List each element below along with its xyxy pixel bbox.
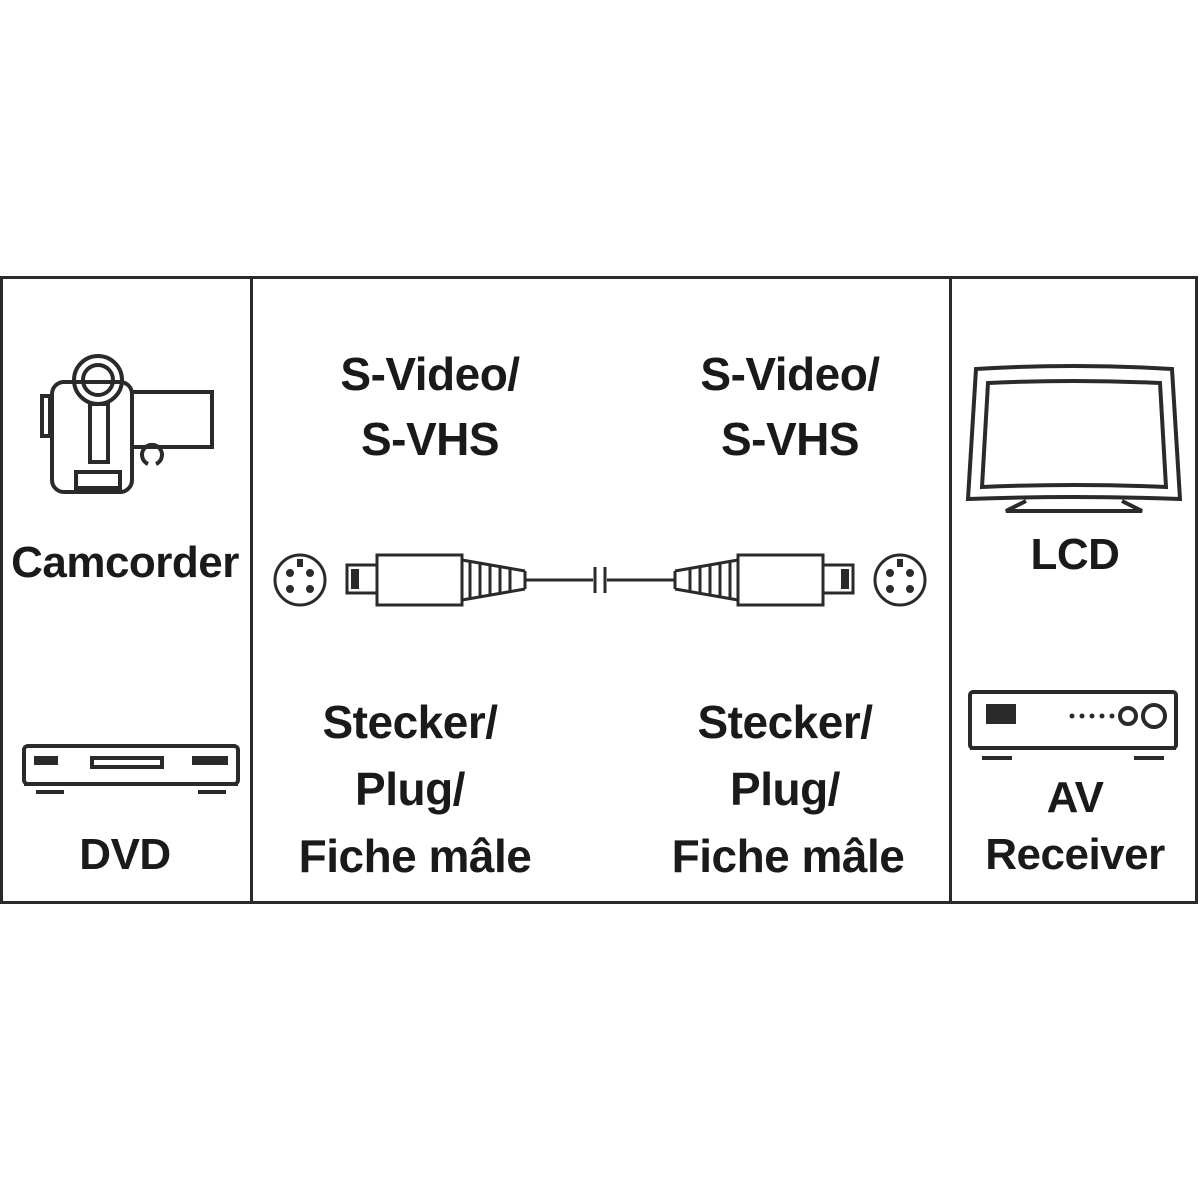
av-receiver-label-line2: Receiver	[985, 830, 1165, 879]
camcorder-label: Camcorder	[11, 538, 239, 587]
left-connector-gender-line3: Fiche mâle	[298, 830, 532, 882]
camcorder-icon	[40, 354, 214, 494]
right-connector-type-line1: S-Video/	[700, 348, 880, 400]
left-connector-type-line1: S-Video/	[340, 348, 520, 400]
dvd-player-icon	[22, 744, 240, 794]
right-divider	[949, 279, 952, 901]
s-video-cable-icon	[273, 553, 927, 607]
left-connector-type-line2: S-VHS	[360, 413, 500, 465]
av-receiver-icon	[968, 690, 1178, 760]
lcd-label: LCD	[1030, 530, 1120, 579]
right-connector-type-line2: S-VHS	[720, 413, 860, 465]
right-connector-gender-line1: Stecker/	[697, 696, 873, 748]
left-divider	[250, 279, 253, 901]
connection-diagram-panel	[0, 276, 1198, 904]
left-connector-gender-line2: Plug/	[355, 763, 465, 815]
av-receiver-label-line1: AV	[1046, 773, 1104, 822]
lcd-tv-icon	[965, 364, 1183, 513]
right-connector-gender-line2: Plug/	[730, 763, 840, 815]
right-connector-gender-line3: Fiche mâle	[671, 830, 905, 882]
left-connector-gender-line1: Stecker/	[322, 696, 498, 748]
dvd-label: DVD	[79, 830, 171, 879]
